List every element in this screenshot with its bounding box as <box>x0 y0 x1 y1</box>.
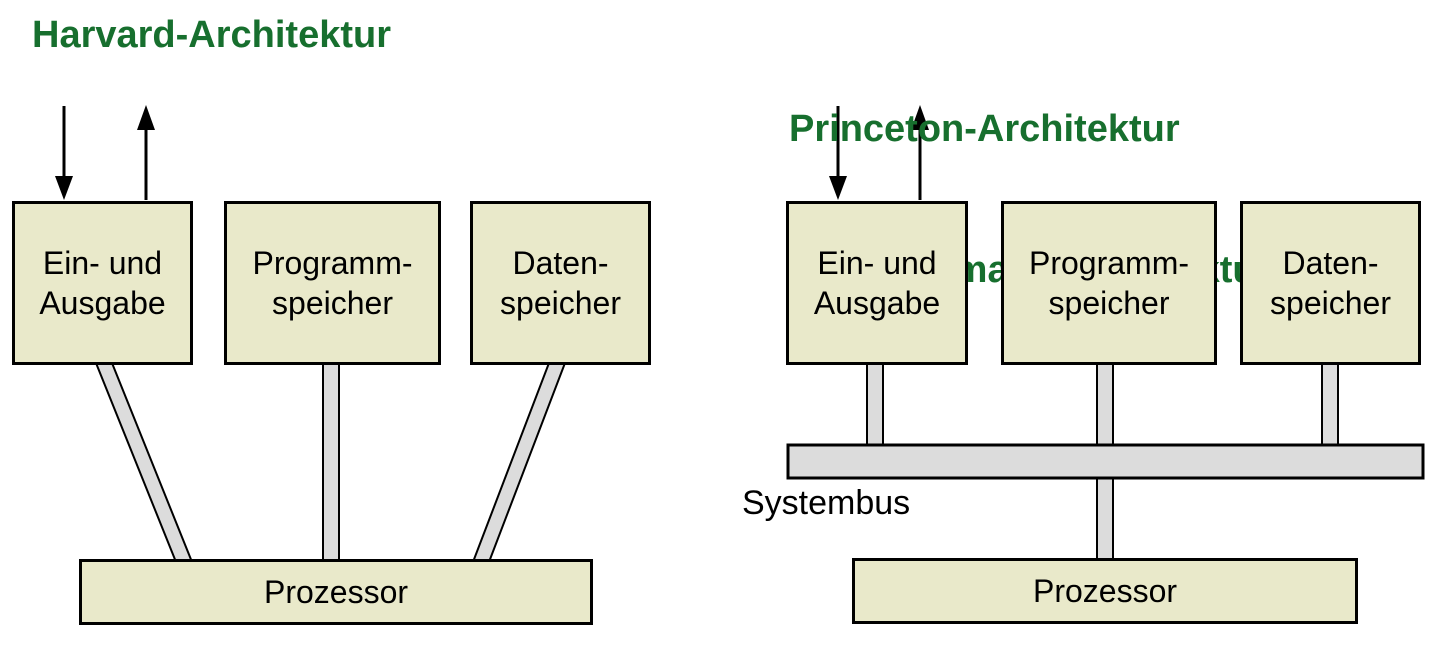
harvard-data-memory-box: Daten- speicher <box>470 201 651 365</box>
harvard-program-label-line2: speicher <box>272 285 393 321</box>
princeton-processor-bus-connector <box>1096 475 1114 563</box>
harvard-title: Harvard-Architektur <box>32 14 391 56</box>
princeton-title-line1: Princeton-Architektur <box>789 108 1180 150</box>
princeton-arrow-up-icon <box>911 105 929 200</box>
harvard-io-box: Ein- und Ausgabe <box>12 201 193 365</box>
harvard-processor-label: Prozessor <box>263 573 409 610</box>
harvard-program-label-line1: Programm- <box>252 245 413 281</box>
harvard-program-processor-connector <box>322 362 340 563</box>
system-bus-bar <box>786 443 1425 480</box>
harvard-data-processor-connector <box>471 362 567 563</box>
harvard-arrow-down-icon <box>55 106 73 200</box>
princeton-io-label-line2: Ausgabe <box>813 285 941 321</box>
system-bus-label: Systembus <box>742 484 911 522</box>
princeton-connectors <box>786 362 1425 563</box>
harvard-io-processor-connector <box>94 362 194 563</box>
princeton-arrow-down-icon <box>829 106 847 200</box>
harvard-processor-box: Prozessor <box>79 559 593 625</box>
harvard-connectors <box>94 362 567 563</box>
princeton-data-memory-box: Daten- speicher <box>1240 201 1421 365</box>
princeton-program-label-line1: Programm- <box>1028 245 1189 281</box>
princeton-data-bus-connector <box>1321 362 1339 448</box>
princeton-io-label-line1: Ein- und <box>817 245 937 281</box>
harvard-io-label-line2: Ausgabe <box>39 285 166 321</box>
harvard-data-label-line2: speicher <box>500 285 621 321</box>
princeton-io-box: Ein- und Ausgabe <box>786 201 968 365</box>
princeton-program-label-line2: speicher <box>1048 285 1170 321</box>
harvard-io-label-line1: Ein- und <box>42 245 163 281</box>
harvard-program-memory-box: Programm- speicher <box>224 201 441 365</box>
harvard-data-label-line1: Daten- <box>512 245 609 281</box>
princeton-data-label-line2: speicher <box>1270 285 1391 321</box>
princeton-processor-box: Prozessor <box>852 558 1358 624</box>
princeton-program-memory-box: Programm- speicher <box>1001 201 1217 365</box>
harvard-arrow-up-icon <box>137 105 155 200</box>
princeton-data-label-line1: Daten- <box>1282 245 1379 281</box>
princeton-processor-label: Prozessor <box>1032 572 1178 609</box>
